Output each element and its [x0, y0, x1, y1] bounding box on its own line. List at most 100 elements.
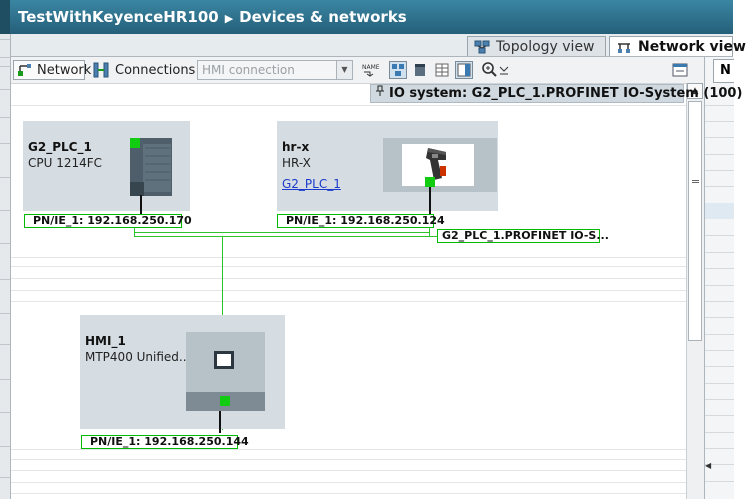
hrx-port-cable	[429, 187, 431, 217]
right-panel-row	[705, 399, 734, 400]
table-view-icon[interactable]	[433, 61, 451, 79]
device-hrx-name: hr-x	[282, 140, 310, 154]
left-collapsed-panel[interactable]	[0, 34, 11, 499]
canvas-grid-line	[11, 266, 686, 267]
right-panel-row	[705, 383, 734, 384]
connection-type-select[interactable]: HMI connection ▼	[197, 60, 353, 80]
plc-port-cable	[140, 195, 142, 219]
plc-address-label[interactable]: PN/IE_1: 192.168.250.170	[24, 214, 192, 228]
right-panel-row	[705, 301, 734, 302]
left-strip-divider	[0, 446, 10, 447]
right-panel-row	[705, 350, 734, 351]
left-strip-divider	[0, 243, 10, 244]
network-mode-button[interactable]: Network	[13, 60, 91, 80]
split-view-icon[interactable]	[455, 61, 473, 79]
right-panel-row	[705, 154, 734, 155]
canvas-grid-line	[11, 449, 686, 450]
chevron-down-icon[interactable]: ▼	[336, 61, 352, 79]
breadcrumb: TestWithKeyenceHR100▶Devices & networks	[18, 8, 407, 26]
hrx-address-label[interactable]: PN/IE_1: 192.168.250.124	[277, 214, 445, 228]
left-strip-divider	[0, 66, 10, 67]
pin-icon[interactable]	[375, 85, 385, 102]
hrx-module-frame	[383, 138, 497, 192]
view-tabs-bar: Topology view Network view	[11, 34, 746, 57]
properties-panel-icon[interactable]	[671, 61, 689, 79]
right-panel-row	[705, 121, 734, 122]
canvas-grid-line	[11, 301, 686, 302]
right-panel-row	[705, 481, 734, 482]
right-panel-row	[705, 464, 734, 465]
tab-network-view[interactable]: Network view	[609, 36, 746, 56]
device-hrx[interactable]: hr-x HR-X G2_PLC_1	[277, 121, 498, 217]
title-left-edge	[0, 0, 10, 34]
network-bus-line[interactable]	[134, 236, 439, 237]
hmi-port-icon[interactable]	[220, 396, 230, 406]
canvas-grid-line	[11, 278, 686, 279]
right-panel-row	[705, 317, 734, 318]
tab-network-label: Network view	[638, 38, 746, 55]
caret-left-icon[interactable]: ◀	[705, 461, 712, 470]
right-panel-row	[705, 415, 734, 416]
left-strip-divider	[0, 39, 10, 40]
device-hrx-type: HR-X	[282, 156, 311, 170]
hmi-address-label[interactable]: PN/IE_1: 192.168.250.144	[81, 435, 249, 449]
right-panel-row	[705, 252, 734, 253]
name-display-icon[interactable]: NAME	[361, 61, 380, 79]
barcode-scanner-icon	[426, 148, 446, 180]
network-toolbar: Network Connections HMI connection ▼ NAM…	[11, 57, 711, 84]
right-panel-row	[705, 334, 734, 335]
left-strip-divider	[0, 412, 10, 413]
device-hmi-type: MTP400 Unified...	[85, 350, 191, 364]
hmi-port-cable	[219, 411, 221, 433]
canvas-grid-line	[11, 290, 686, 291]
device-plc-name: G2_PLC_1	[28, 140, 92, 154]
right-panel-row	[705, 268, 734, 269]
left-strip-divider	[0, 117, 10, 118]
network-bus-line[interactable]	[134, 232, 429, 233]
network-view-icon	[616, 40, 632, 54]
left-strip-divider	[0, 210, 10, 211]
right-panel-row	[705, 448, 734, 449]
scroll-up-button[interactable]: ▲	[687, 83, 703, 99]
device-list-icon[interactable]	[411, 61, 429, 79]
device-plc-type: CPU 1214FC	[28, 156, 103, 170]
right-panel-row	[705, 105, 734, 106]
hrx-port-icon[interactable]	[425, 177, 435, 187]
zoom-icon[interactable]	[481, 61, 511, 79]
right-side-panel[interactable]: N ◀	[704, 57, 734, 499]
tab-topology-view[interactable]: Topology view	[467, 36, 606, 56]
left-strip-divider	[0, 379, 10, 380]
right-panel-row	[705, 186, 734, 187]
connection-type-value: HMI connection	[202, 63, 295, 77]
right-panel-row	[705, 285, 734, 286]
tab-topology-label: Topology view	[496, 38, 595, 55]
device-plc[interactable]: G2_PLC_1 CPU 1214FC	[23, 121, 190, 219]
scrollbar-thumb[interactable]	[688, 101, 702, 341]
canvas-grid-line	[11, 459, 686, 460]
right-panel-tab[interactable]: N	[713, 59, 734, 83]
profinet-network-label[interactable]: G2_PLC_1.PROFINET IO-S...	[437, 229, 609, 243]
connections-icon	[93, 62, 109, 78]
left-strip-divider	[0, 313, 10, 314]
right-panel-row	[705, 235, 734, 236]
io-system-label: IO system: G2_PLC_1.PROFINET IO-System (…	[389, 86, 743, 101]
network-canvas[interactable]: G2_PLC_1 CPU 1214FC PN/IE_1: 192.168.250…	[11, 104, 686, 499]
device-hmi-name: HMI_1	[85, 334, 126, 348]
io-system-header[interactable]: IO system: G2_PLC_1.PROFINET IO-System (…	[370, 84, 742, 103]
right-panel-selected-row	[705, 203, 734, 219]
network-overview-icon[interactable]	[389, 61, 407, 79]
device-hmi[interactable]: HMI_1 MTP400 Unified...	[80, 315, 285, 433]
project-name[interactable]: TestWithKeyenceHR100	[18, 8, 219, 26]
grip-line	[692, 182, 699, 183]
left-strip-divider	[0, 89, 10, 90]
connections-label: Connections	[115, 62, 196, 78]
right-panel-row	[705, 432, 734, 433]
right-panel-row	[705, 170, 734, 171]
device-hrx-controller-link[interactable]: G2_PLC_1	[282, 177, 341, 191]
canvas-vertical-scrollbar[interactable]: ▲	[686, 83, 704, 499]
left-strip-divider	[0, 477, 10, 478]
svg-text:NAME: NAME	[362, 64, 380, 71]
connections-mode-button[interactable]: Connections	[93, 60, 195, 80]
right-panel-row	[705, 366, 734, 367]
canvas-grid-line	[11, 482, 686, 483]
